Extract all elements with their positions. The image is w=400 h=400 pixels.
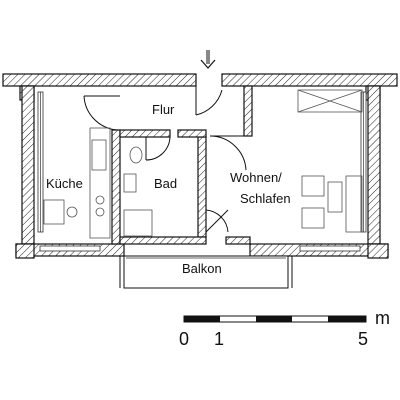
scale-bar: 0 1 5 m (179, 308, 390, 349)
windows (37, 91, 367, 252)
entrance-arrow-icon (200, 50, 216, 69)
scale-label-1: 1 (214, 329, 224, 349)
scale-label-0: 0 (179, 329, 189, 349)
scale-label-5: 5 (358, 329, 368, 349)
wall-bottom-foot-right (367, 243, 389, 259)
wall-bath-south (119, 236, 207, 245)
toilet (129, 146, 143, 164)
room-label-bad: Bad (154, 176, 177, 191)
bathtub (123, 209, 153, 237)
scale-segment-3 (256, 316, 292, 322)
living-furniture (297, 89, 363, 233)
balcony-outline (123, 255, 289, 289)
armchair-1 (301, 175, 325, 197)
kitchen-table (43, 199, 65, 225)
room-label-flur: Flur (152, 102, 175, 117)
balcony (119, 255, 293, 289)
kitchen-furniture (43, 127, 111, 239)
interior-walls (111, 85, 253, 245)
wall-top-left (2, 73, 197, 87)
wall-hall-east (243, 85, 253, 137)
room-label-wohnen-line2: Schlafen (240, 191, 291, 206)
window-bottom-left (39, 245, 101, 252)
bed (297, 89, 363, 113)
wall-bottom-foot-left (15, 243, 35, 259)
coffee-table (327, 181, 343, 213)
wall-left (21, 85, 35, 245)
room-label-wohnen-line1: Wohnen/ (230, 170, 282, 185)
scale-segment-1 (184, 316, 220, 322)
wall-bath-north-right (177, 129, 207, 138)
window-bottom-right (299, 245, 361, 252)
scale-unit: m (375, 308, 390, 328)
wall-top-right (221, 73, 398, 87)
bath-fixtures (123, 146, 153, 237)
doors (83, 80, 247, 233)
room-label-kueche: Küche (46, 176, 83, 191)
kitchen-counter (89, 127, 111, 239)
washbasin (123, 173, 137, 193)
wall-kitchen-east (111, 129, 121, 245)
sofa (345, 175, 363, 233)
armchair-2 (301, 207, 325, 229)
wall-right (367, 85, 381, 245)
scale-segment-5 (328, 316, 366, 322)
wall-bath-east (197, 136, 207, 238)
room-label-balkon: Balkon (182, 261, 222, 276)
wall-bath-north (119, 129, 171, 138)
kitchen-sink (91, 139, 107, 171)
wall-living-south (225, 236, 251, 245)
